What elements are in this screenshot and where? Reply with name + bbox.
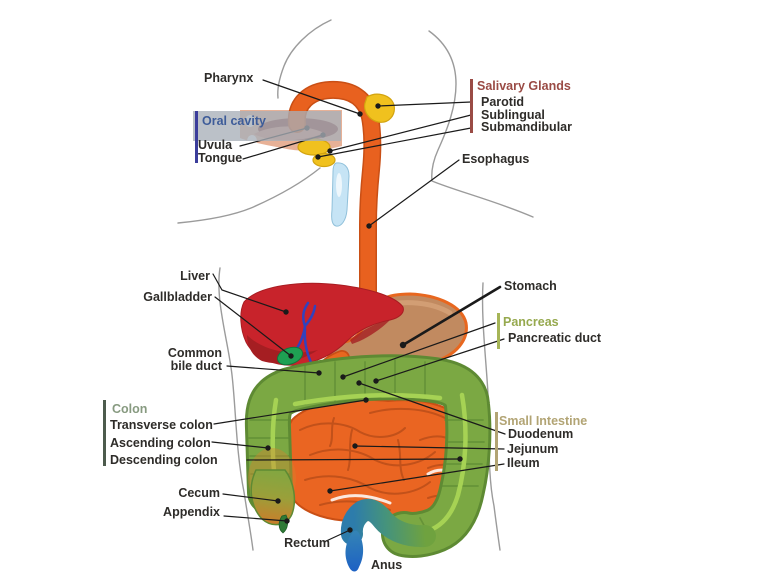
- oral-cavity-bar: [195, 111, 198, 163]
- submandibular-label: Submandibular: [481, 120, 572, 134]
- oral-cavity-label: Oral cavity: [202, 114, 266, 128]
- stomach-label: Stomach: [504, 279, 557, 293]
- anus-shape: [345, 530, 364, 572]
- colon-shape: [244, 354, 492, 558]
- liver-label: Liver: [180, 269, 210, 283]
- rectum-shape: [340, 498, 436, 572]
- parotid-label: Parotid: [481, 95, 525, 109]
- descending-colon-label: Descending colon: [110, 453, 218, 467]
- small-intestine-bar: [495, 412, 498, 471]
- uvula-label: Uvula: [198, 138, 233, 152]
- pancreatic-duct-label: Pancreatic duct: [508, 331, 602, 345]
- jejunum-label: Jejunum: [507, 442, 559, 456]
- leader-lines: [211, 79, 506, 543]
- ascending-colon-label: Ascending colon: [110, 436, 211, 450]
- rectum-label: Rectum: [284, 536, 330, 550]
- duodenum-label: Duodenum: [508, 427, 574, 441]
- leader-dots: [265, 103, 463, 533]
- transverse-colon-label: Transverse colon: [110, 418, 213, 432]
- colon-bar: [103, 400, 106, 466]
- esophagus-label: Esophagus: [462, 152, 530, 166]
- tongue-label: Tongue: [198, 151, 243, 165]
- common-bile-duct-label: Common bile duct: [167, 346, 222, 373]
- colon-title: Colon: [112, 402, 148, 416]
- pharynx-label: Pharynx: [204, 71, 254, 85]
- cecum-label: Cecum: [178, 486, 220, 500]
- small-intestine-title: Small Intestine: [499, 414, 588, 428]
- salivary-glands-title: Salivary Glands: [477, 79, 571, 93]
- larynx-shape: [331, 162, 350, 227]
- gallbladder-label: Gallbladder: [143, 290, 212, 304]
- pancreas-title: Pancreas: [503, 315, 559, 329]
- salivary-glands-bar: [470, 79, 473, 133]
- cecum-shape: [248, 448, 296, 534]
- anus-label: Anus: [371, 558, 403, 572]
- pancreas-bar: [497, 313, 500, 349]
- ileum-label: Ileum: [507, 456, 540, 470]
- appendix-label: Appendix: [163, 505, 220, 519]
- oral-cavity-highlight-box: [193, 111, 341, 141]
- sublingual-label: Sublingual: [481, 108, 545, 122]
